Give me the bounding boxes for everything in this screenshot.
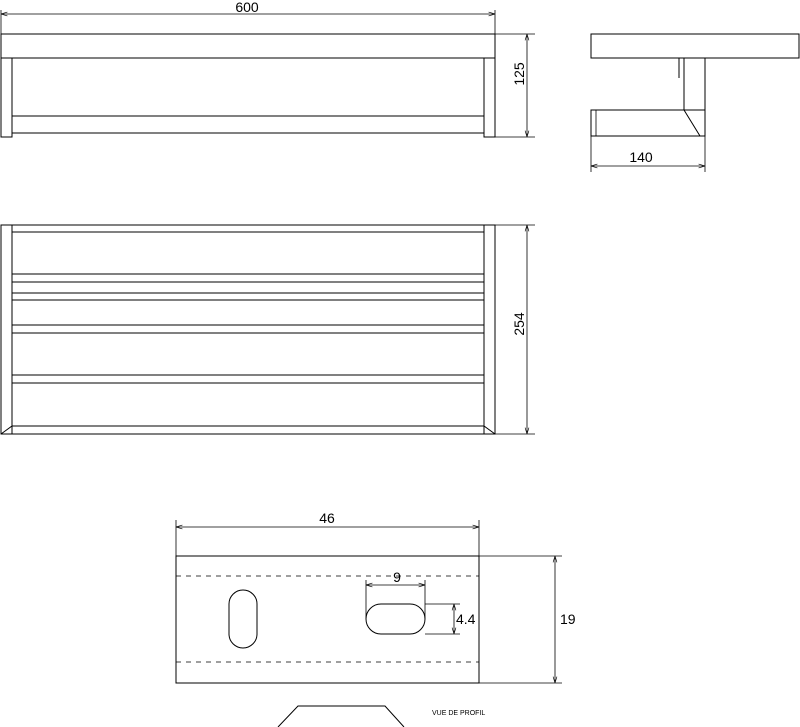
front-view: 600 125	[0, 0, 535, 138]
front-width-label: 600	[235, 0, 259, 15]
profile-view: VUE DE PROFIL	[277, 705, 485, 727]
profile-width-label: 46	[319, 510, 335, 526]
side-depth-label: 140	[629, 149, 653, 165]
top-view: 254	[0, 224, 535, 435]
top-depth-label: 254	[511, 312, 527, 336]
slot-width-label: 9	[393, 569, 401, 585]
slot-height-label: 4.4	[456, 611, 476, 627]
profile-view-label: VUE DE PROFIL	[432, 710, 485, 717]
front-height-label: 125	[511, 62, 527, 86]
profile-detail: 46 9 4.4 19	[175, 510, 576, 684]
side-view: 140	[590, 33, 800, 172]
profile-height-label: 19	[560, 611, 576, 627]
